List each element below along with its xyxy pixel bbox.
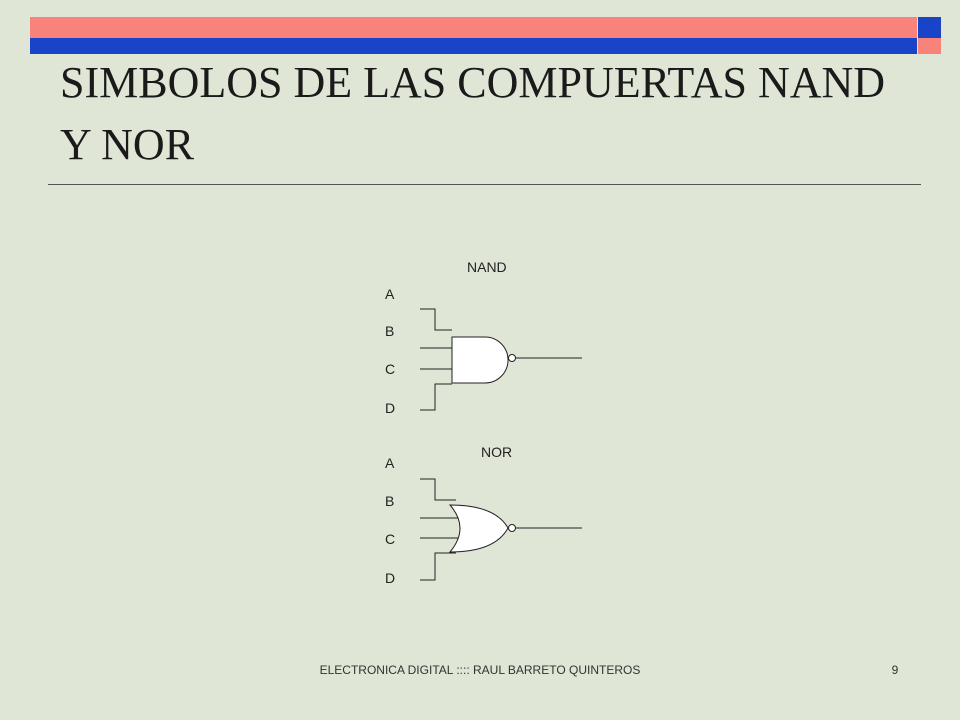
nand-inversion-bubble (508, 354, 516, 362)
nand-wire-a (420, 308, 452, 331)
nor-gate-group: NOR A B C D (385, 444, 582, 586)
nand-input-b-label: B (385, 323, 394, 339)
header-corner-blue (918, 17, 941, 38)
nor-wire-d (420, 552, 456, 581)
header-bar-red (30, 17, 917, 38)
nor-label: NOR (481, 444, 512, 460)
slide-title: SIMBOLOS DE LAS COMPUERTAS NAND Y NOR (60, 58, 886, 169)
title-divider (48, 184, 921, 185)
nand-gate-body (451, 336, 509, 384)
nor-inversion-bubble (508, 524, 516, 532)
slide-footer: ELECTRONICA DIGITAL :::: RAUL BARRETO QU… (319, 663, 641, 677)
nand-input-d-label: D (385, 400, 395, 416)
nor-input-c-label: C (385, 531, 395, 547)
nand-input-c-label: C (385, 361, 395, 377)
nor-input-b-label: B (385, 493, 394, 509)
nand-label: NAND (467, 259, 507, 275)
nand-wire-d (420, 383, 452, 411)
header-bar-blue (30, 38, 917, 54)
header-corner-red (918, 38, 941, 54)
nor-gate-body (448, 504, 509, 553)
page-number: 9 (891, 663, 899, 677)
nor-input-a-label: A (385, 455, 395, 471)
nor-wire-a (420, 478, 456, 501)
nand-input-a-label: A (385, 286, 395, 302)
nor-input-d-label: D (385, 570, 395, 586)
nand-gate-group: NAND A B C D (385, 259, 582, 416)
